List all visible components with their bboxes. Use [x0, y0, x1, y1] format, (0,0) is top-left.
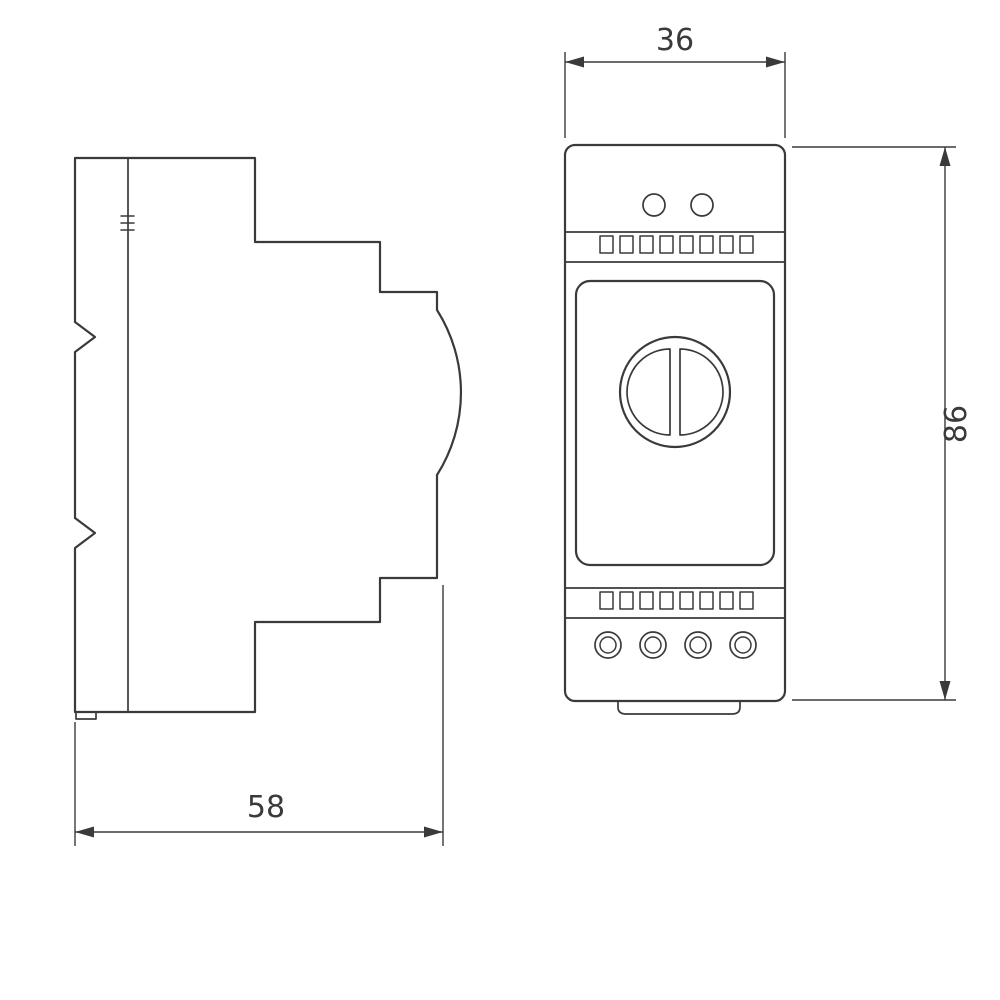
vent-slot — [719, 235, 734, 254]
side-body-outline — [73, 156, 462, 714]
vent-slot — [659, 591, 674, 610]
vent-slot — [739, 235, 754, 254]
dial-outer-ring — [618, 335, 732, 449]
dimension-annotations: 36 86 58 — [74, 23, 974, 846]
side-din-foot — [75, 711, 97, 720]
arrowhead-left — [75, 826, 94, 838]
vent-slot — [599, 235, 614, 254]
vent-slot — [639, 235, 654, 254]
bottom-tab — [617, 700, 741, 715]
vent-slot — [659, 235, 674, 254]
dial-slot-right — [679, 348, 724, 436]
vent-slot — [619, 591, 634, 610]
vent-slot — [699, 235, 714, 254]
arrowhead-right — [766, 56, 785, 68]
side-view — [73, 156, 462, 720]
front-view — [563, 143, 787, 715]
vent-slots-top — [599, 235, 754, 254]
mounting-hole — [690, 193, 714, 217]
arrowhead-bottom — [939, 681, 951, 700]
mounting-hole — [642, 193, 666, 217]
vent-slot — [699, 591, 714, 610]
vent-slot — [619, 235, 634, 254]
terminal-screws — [594, 631, 757, 659]
terminal-screw — [594, 631, 622, 659]
vent-slot — [599, 591, 614, 610]
dimension-label-front-height: 86 — [939, 405, 974, 443]
dimension-front-height: 86 — [792, 146, 974, 701]
vent-slot — [719, 591, 734, 610]
front-body-outline — [563, 143, 787, 703]
vent-slot — [679, 591, 694, 610]
arrowhead-left — [565, 56, 584, 68]
side-tick-marks — [120, 215, 135, 231]
terminal-screw — [729, 631, 757, 659]
dial-slot-left — [626, 348, 671, 436]
dimension-label-side-depth: 58 — [247, 790, 285, 825]
vent-slot — [679, 235, 694, 254]
vent-slot — [639, 591, 654, 610]
vent-slots-bottom — [599, 591, 754, 610]
dimension-label-front-width: 36 — [656, 23, 694, 58]
front-panel — [574, 279, 776, 567]
arrowhead-right — [424, 826, 443, 838]
terminal-screw — [684, 631, 712, 659]
dimension-side-depth: 58 — [74, 585, 444, 846]
vent-slot — [739, 591, 754, 610]
arrowhead-top — [939, 147, 951, 166]
control-dial — [618, 335, 732, 449]
terminal-screw — [639, 631, 667, 659]
dimension-front-width: 36 — [564, 23, 786, 138]
